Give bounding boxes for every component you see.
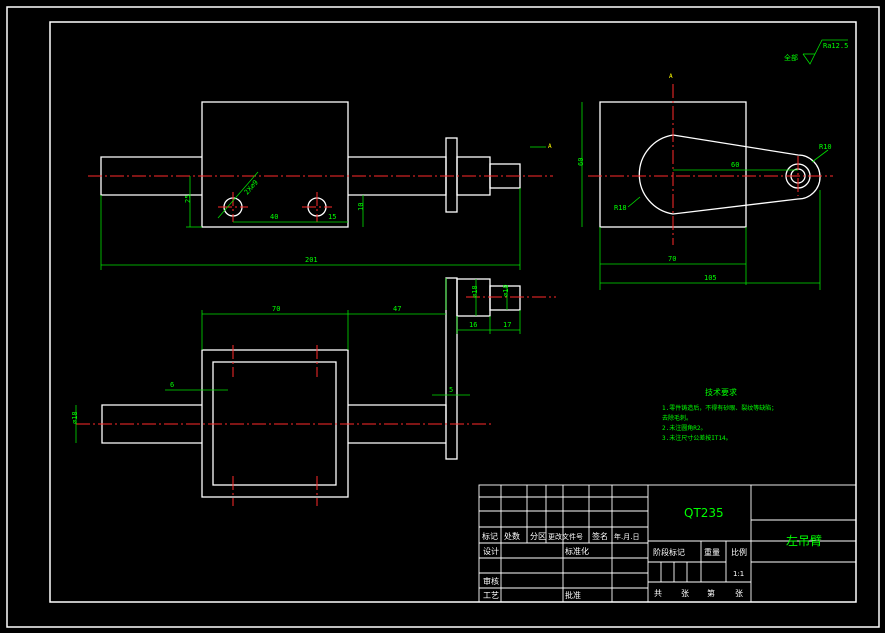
side-height: 60	[577, 158, 585, 166]
tb-header-date: 年.月.日	[614, 532, 639, 541]
surface-finish-value: Ra12.5	[823, 42, 848, 50]
tech-req-line-4: 3.未注尺寸公差按IT14。	[662, 434, 732, 442]
tb-scale-value: 1:1	[733, 570, 744, 578]
tb-approve-label: 批准	[565, 590, 581, 600]
front-height: 25	[184, 195, 192, 203]
side-radius-small: R18	[614, 204, 627, 212]
tech-req-line-3: 2.未注圆角R2。	[662, 424, 706, 432]
inner-frame	[49, 21, 857, 603]
tb-designer-label: 设计	[483, 546, 499, 556]
section-marker-front: A	[548, 143, 552, 150]
tech-req-line-1: 1.零件铸造后，不得有砂眼、裂纹等缺陷；	[662, 404, 777, 412]
tb-standardize-label: 标准化	[565, 546, 589, 556]
tb-sheet-number: 第	[707, 588, 715, 598]
plan-plate: 5	[449, 386, 453, 394]
tb-checker-label: 审核	[483, 576, 499, 586]
plan-view: 70 47 6 5 ∅18 ∅18 ∅10 16 17	[71, 277, 556, 506]
outer-border	[6, 6, 880, 628]
detail-len1: 16	[469, 321, 477, 329]
side-width: 70	[668, 255, 676, 263]
side-radius-large: R10	[819, 143, 832, 151]
tb-header-mark: 标记	[482, 531, 498, 541]
side-total: 105	[704, 274, 717, 282]
tb-header-count: 处数	[504, 531, 520, 541]
side-center-distance: 60	[731, 161, 739, 169]
detail-len2: 17	[503, 321, 511, 329]
front-total-length: 201	[305, 256, 318, 264]
front-hole-offset: 15	[328, 213, 336, 221]
title-block: QT235 左吊臂 标记 处数 分区 更改文件号 签名 年.月.日 设计 标准化…	[478, 484, 857, 603]
front-view: 2X∅9 25 40 15 10 201 A	[88, 101, 553, 270]
surface-finish-prefix: 全部	[784, 53, 798, 62]
plan-offset: 47	[393, 305, 401, 313]
front-hole-height: 10	[357, 203, 365, 211]
technical-requirements: 技术要求 1.零件铸造后，不得有砂眼、裂纹等缺陷； 去除毛刺。 2.未注圆角R2…	[662, 387, 777, 442]
plan-shaft-dia: ∅18	[71, 411, 79, 424]
tb-weight-label: 重量	[704, 547, 720, 557]
detail-dia2: ∅10	[502, 284, 510, 297]
section-marker-side: A	[669, 73, 673, 80]
front-hole-spacing: 40	[270, 213, 278, 221]
material-text: QT235	[684, 506, 724, 520]
side-view: A 60 60 R10 R18 70 105	[577, 73, 833, 290]
tb-scale-label: 比例	[731, 547, 747, 557]
detail-dia1: ∅18	[471, 285, 479, 298]
plan-width: 70	[272, 305, 280, 313]
front-hole-callout: 2X∅9	[243, 179, 260, 197]
tb-header-sign: 签名	[592, 531, 608, 541]
tech-req-line-2: 去除毛刺。	[662, 414, 692, 422]
tb-sheet-unit-1: 张	[681, 589, 689, 598]
tb-header-change-doc: 更改文件号	[548, 532, 583, 541]
tb-header-zone: 分区	[530, 532, 546, 541]
tb-process-label: 工艺	[483, 591, 499, 600]
plan-wall: 6	[170, 381, 174, 389]
tb-stage-label: 阶段标记	[653, 547, 685, 557]
tb-sheet-unit-2: 张	[735, 589, 743, 598]
tech-req-title: 技术要求	[705, 387, 737, 397]
surface-finish-symbol: 全部 Ra12.5	[784, 39, 848, 65]
part-name-text: 左吊臂	[786, 533, 822, 548]
tb-sheet-total: 共	[654, 589, 662, 598]
